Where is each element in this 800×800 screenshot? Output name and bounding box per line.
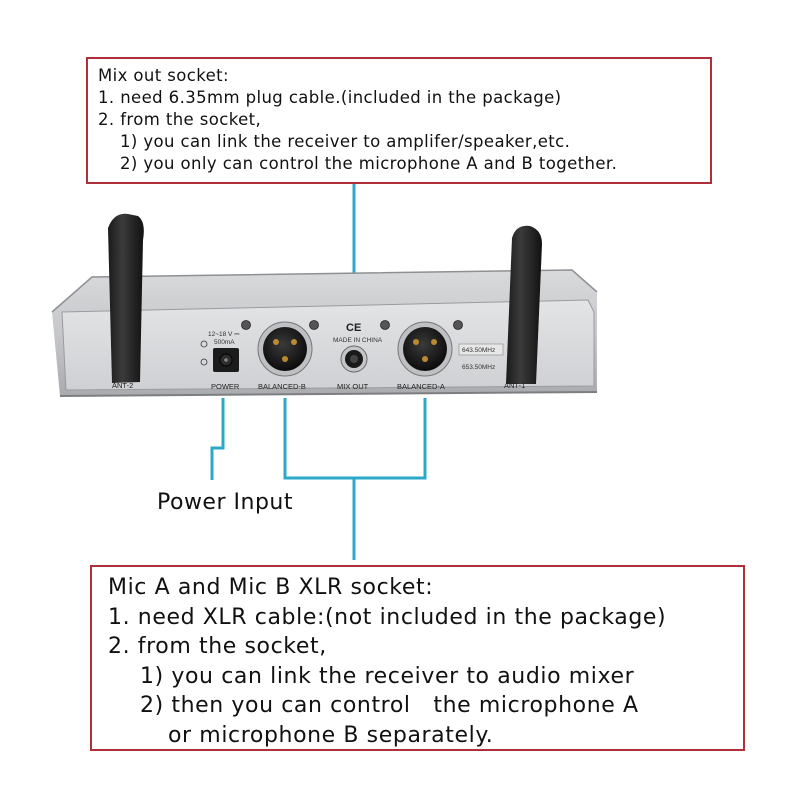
port-label-mix-out: MIX OUT [337,382,369,391]
screws [241,320,463,330]
power-connector [210,398,225,480]
antenna-2 [108,213,144,383]
frequency-1: 643.50MHz [462,347,495,354]
port-label-ant1: ANT-1 [504,381,525,390]
power-rating-2: 500mA [214,339,235,346]
xlr-title: Mic A and Mic B XLR socket: [108,575,434,600]
xlr-line-5: or microphone B separately. [168,722,494,748]
xlr-socket-b [257,321,313,377]
port-label-balanced-a: BALANCED-A [397,382,445,391]
xlr-line-4: 2) then you can control the microphone A [140,693,639,718]
xlr-callout: Mic A and Mic B XLR socket: 1. need XLR … [90,565,745,751]
power-rating-1: 12~18 V ⎓ [208,331,239,338]
mix-out-line-4: 2) you only can control the microphone A… [120,154,618,173]
mix-out-socket: CE MADE IN CHINA [333,322,383,373]
frequency-labels: 643.50MHz 653.50MHz [458,343,504,371]
xlr-line-1: 1. need XLR cable:(not included in the p… [108,604,667,630]
made-in-label: MADE IN CHINA [333,337,383,344]
mix-out-line-3: 1) you can link the receiver to amplifer… [120,132,571,151]
xlr-line-3: 1) you can link the receiver to audio mi… [140,663,635,689]
xlr-connector [283,398,427,480]
power-input-label: Power Input [157,490,293,515]
frequency-2: 653.50MHz [462,364,495,371]
xlr-socket-a [397,321,453,377]
antenna-1 [506,225,542,384]
port-label-ant2: ANT-2 [112,381,133,390]
mix-out-title: Mix out socket: [98,66,230,85]
port-label-power: POWER [211,382,240,391]
mix-out-line-1: 1. need 6.35mm plug cable.(included in t… [98,88,562,107]
mix-out-line-2: 2. from the socket, [98,110,262,129]
power-jack: 12~18 V ⎓ 500mA [200,331,239,372]
port-labels: ANT-2 POWER BALANCED-B MIX OUT BALANCED-… [112,381,525,391]
xlr-line-2: 2. from the socket, [108,634,327,659]
ce-mark: CE [346,322,361,334]
port-label-balanced-b: BALANCED-B [258,382,306,391]
mix-out-callout: Mix out socket: 1. need 6.35mm plug cabl… [86,57,712,184]
